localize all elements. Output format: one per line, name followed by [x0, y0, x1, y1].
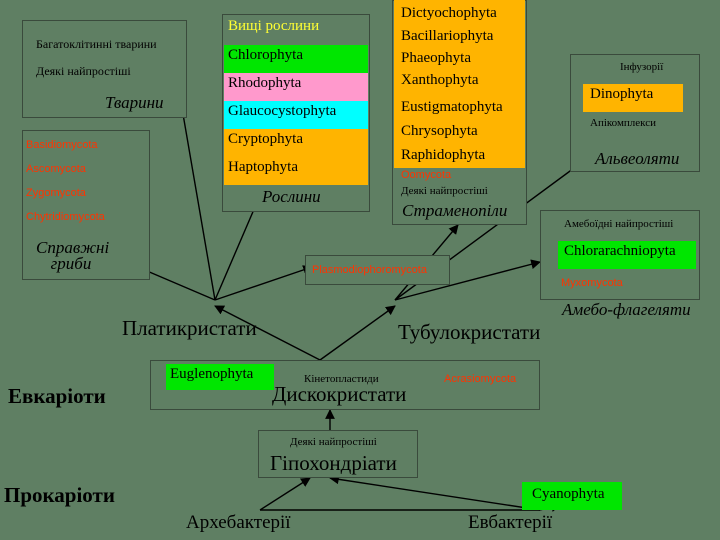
discocristates-title: Дискокристати	[272, 382, 407, 406]
plasmodiophoromycota-box	[305, 255, 450, 285]
discocristates-item-kinetoplastids: Кінетопластиди	[304, 373, 379, 385]
alveolates-box	[570, 54, 700, 172]
animals-box	[22, 20, 187, 118]
cyanophyta-label: Cyanophyta	[522, 482, 622, 510]
animals-title: Тварини	[105, 93, 164, 112]
alveolates-item-apicomplexa: Апікомплекси	[590, 117, 657, 129]
eukaryotes-label: Евкаріоти	[8, 384, 106, 408]
arrow-to-amoeboflagellates	[394, 259, 541, 301]
stramenopiles-title: Страменопіли	[402, 201, 508, 220]
arrow-to-tubulocristates	[319, 305, 396, 361]
archaebacteria-label: Архебактерії	[186, 512, 291, 533]
alveolates-item-dinophyta: Dinophyta	[583, 84, 683, 112]
animals-item-multicellular: Багатоклітинні тварини	[36, 37, 157, 51]
plants-item-higher: Вищі рослини	[228, 18, 320, 34]
tubulocristates-label: Тубулокристати	[398, 320, 541, 344]
alveolates-item-ciliates: Інфузорії	[620, 61, 664, 73]
alveolates-title: Альвеоляти	[595, 149, 680, 168]
animals-item-protists: Деякі найпростіші	[36, 64, 131, 78]
plants-item-rhodophyta: Rhodophyta	[224, 73, 368, 101]
arrow-to-fungi	[139, 266, 216, 301]
stramenopiles-item-protists: Деякі найпростіші	[401, 185, 488, 197]
stramenopiles-item-raphidophyta: Raphidophyta	[401, 147, 486, 163]
fungi-item-basidiomycota: Basidiomycota	[26, 139, 98, 151]
hypochondria-box	[258, 430, 418, 478]
arrow-eubacteria-up	[329, 474, 541, 511]
hypochondria-item-protists: Деякі найпростіші	[290, 436, 377, 448]
arrow-to-hypochondria	[259, 477, 311, 511]
arrow-to-plants	[214, 199, 260, 301]
discocristates-item-acrasiomycota: Acrasiomycota	[444, 373, 517, 385]
stramenopiles-item-phaeophyta: Phaeophyta	[401, 50, 471, 66]
amoeboflagellates-item-chlorarachniophyta: Chlorarachniopyta	[558, 241, 696, 269]
prokaryotes-label: Прокаріоти	[4, 483, 115, 507]
arrow-to-plasmodiophoromycota	[214, 265, 313, 301]
stramenopiles-item-dictyochophyta: Dictyochophyta	[401, 5, 497, 21]
platycristates-label: Платикристати	[122, 316, 257, 340]
eubacteria-label: Евбактерії	[468, 512, 553, 533]
arrow-to-animals	[174, 84, 216, 301]
stramenopiles-item-oomycota: Oomycota	[401, 169, 452, 181]
stramenopiles-item-chrysophyta: Chrysophyta	[401, 123, 478, 139]
stramenopiles-item-bacillariophyta: Bacillariophyta	[401, 28, 494, 44]
fungi-title: Справжні гриби	[36, 238, 110, 273]
plants-item-cryptophyta: Cryptophyta	[224, 129, 368, 157]
discocristates-item-euglenophyta: Euglenophyta	[166, 364, 274, 390]
stramenopiles-item-xanthophyta: Xanthophyta	[401, 72, 479, 88]
amoeboflagellates-item-myxomycota: Myxomycota	[561, 277, 623, 289]
plants-item-chlorophyta: Chlorophyta	[224, 45, 368, 73]
plants-title: Рослини	[262, 187, 321, 206]
arrow-to-platycristates	[214, 305, 321, 361]
amoeboflagellates-title: Амебо-флагеляти	[562, 300, 691, 319]
stramenopiles-colored-block	[394, 0, 525, 168]
plasmodiophoromycota-label: Plasmodiophoromycota	[312, 264, 427, 276]
plants-item-haptophyta: Haptophyta	[224, 157, 368, 185]
hypochondria-title: Гіпохондріати	[270, 451, 397, 475]
plants-item-glaucocystophyta: Glaucocystophyta	[224, 101, 368, 129]
fungi-item-zygomycota: Zygomycota	[26, 187, 86, 199]
stramenopiles-item-eustigmatophyta: Eustigmatophyta	[401, 99, 503, 115]
fungi-item-ascomycota: Ascomycota	[26, 163, 86, 175]
fungi-box	[22, 130, 150, 280]
fungi-item-chytridiomycota: Chytridiomycota	[26, 211, 105, 223]
amoeboflagellates-item-amoeboid: Амебоїдні найпростіші	[564, 218, 674, 230]
